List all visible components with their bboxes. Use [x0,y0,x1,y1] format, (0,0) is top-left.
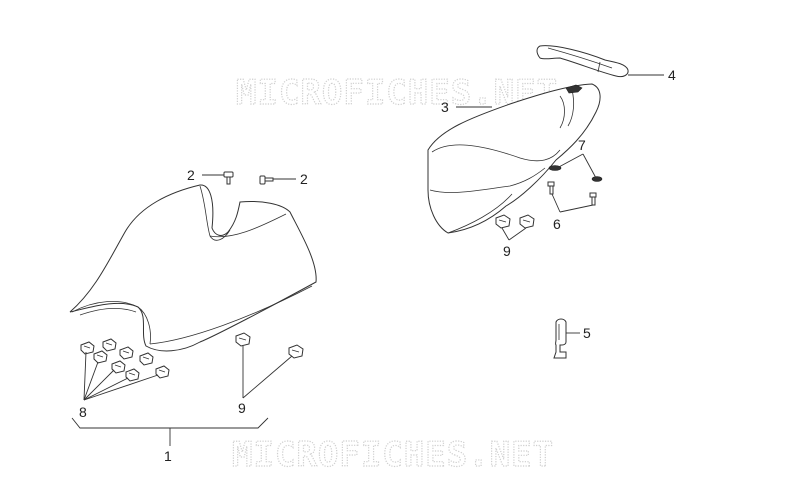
callout-6: 6 [553,216,561,232]
clip-9-right-a [495,214,511,229]
bolt-6-b [589,192,597,206]
clip-8-group [80,338,170,382]
callout-9-left: 9 [238,400,246,416]
clip-8 [111,360,126,374]
clip-9-left-a [235,332,251,347]
grab-handle [536,45,629,78]
rider-seat [69,184,317,352]
washer-7-b [591,176,603,182]
clip-8 [125,368,140,382]
callout-3: 3 [441,99,449,115]
callout-4: 4 [668,67,676,83]
clip-8 [139,352,154,366]
clip-8 [93,350,108,364]
seat-latch-key [553,318,567,359]
callout-8: 8 [79,404,87,420]
clip-8 [80,341,95,355]
watermark-bottom: MICROFICHES.NET [232,435,554,475]
callout-5: 5 [583,325,591,341]
callout-2-left: 2 [187,167,195,183]
passenger-seat [427,83,601,234]
bolt-6-a [547,181,555,195]
callout-1: 1 [164,448,172,464]
clip-9-left-b [288,344,304,359]
clip-8 [155,365,170,379]
clip-8 [119,346,134,360]
screw-2-right [259,175,274,185]
clip-9-right-b [519,214,535,229]
screw-2-left [223,171,234,185]
washer-7-a [548,165,562,171]
leader-lines [71,74,664,446]
callout-9-right: 9 [503,243,511,259]
callout-2-right: 2 [300,171,308,187]
clip-8 [102,338,117,352]
callout-7: 7 [578,137,586,153]
